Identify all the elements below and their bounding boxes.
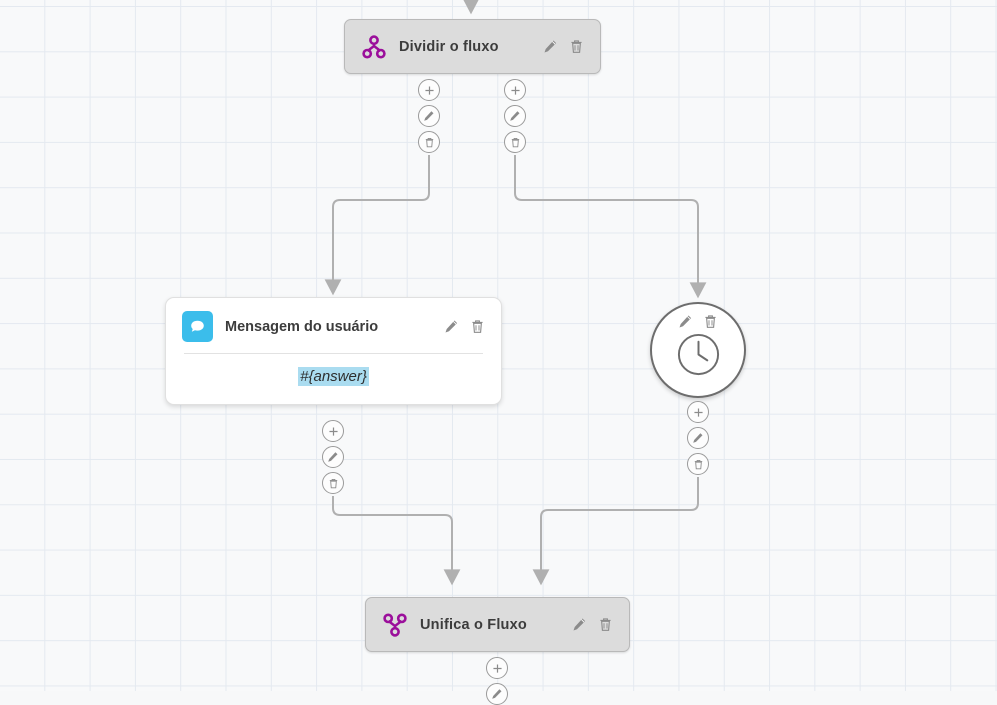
- edge-timer-to-merge: [532, 477, 699, 586]
- chat-bubble-icon: [182, 311, 213, 342]
- plus-icon[interactable]: [322, 420, 344, 442]
- pencil-icon[interactable]: [504, 105, 526, 127]
- trash-icon[interactable]: [687, 453, 709, 475]
- pencil-icon[interactable]: [322, 446, 344, 468]
- node-timer[interactable]: [650, 302, 746, 398]
- card-body: #{answer}: [166, 354, 501, 404]
- handle-stack-split-right[interactable]: [504, 79, 526, 153]
- trash-icon[interactable]: [418, 131, 440, 153]
- trash-icon[interactable]: [703, 313, 719, 329]
- trash-icon[interactable]: [322, 472, 344, 494]
- node-toolbar: [678, 313, 719, 329]
- pencil-icon[interactable]: [418, 105, 440, 127]
- node-title: Mensagem do usuário: [225, 318, 379, 335]
- plus-icon[interactable]: [418, 79, 440, 101]
- merge-flow-icon: [382, 612, 408, 638]
- pencil-icon[interactable]: [443, 319, 459, 335]
- handle-stack-message[interactable]: [322, 420, 344, 494]
- pencil-icon[interactable]: [542, 39, 558, 55]
- pencil-icon[interactable]: [571, 617, 587, 633]
- variable-token[interactable]: #{answer}: [298, 367, 369, 386]
- handle-stack-merge[interactable]: [486, 657, 508, 705]
- edge-split-to-message: [324, 155, 430, 296]
- pencil-icon[interactable]: [678, 313, 694, 329]
- node-toolbar: [524, 39, 584, 55]
- plus-icon[interactable]: [504, 79, 526, 101]
- node-title: Unifica o Fluxo: [420, 616, 527, 633]
- node-title: Dividir o fluxo: [399, 38, 499, 55]
- clock-icon: [675, 331, 722, 378]
- trash-icon[interactable]: [469, 319, 485, 335]
- trash-icon[interactable]: [504, 131, 526, 153]
- trash-icon[interactable]: [568, 39, 584, 55]
- node-unifica-o-fluxo[interactable]: Unifica o Fluxo: [365, 597, 630, 652]
- pencil-icon[interactable]: [687, 427, 709, 449]
- divider: [184, 353, 483, 354]
- plus-icon[interactable]: [486, 657, 508, 679]
- node-dividir-o-fluxo[interactable]: Dividir o fluxo: [344, 19, 601, 74]
- card-header: Mensagem do usuário: [166, 298, 501, 353]
- plus-icon[interactable]: [687, 401, 709, 423]
- node-toolbar: [553, 617, 613, 633]
- handle-stack-timer[interactable]: [687, 401, 709, 475]
- edge-message-to-merge: [332, 496, 461, 586]
- node-mensagem-do-usuario[interactable]: Mensagem do usuário: [165, 297, 502, 405]
- handle-stack-split-left[interactable]: [418, 79, 440, 153]
- pencil-icon[interactable]: [486, 683, 508, 705]
- split-flow-icon: [361, 34, 387, 60]
- node-toolbar: [425, 319, 485, 335]
- edge-split-to-timer: [514, 155, 707, 299]
- trash-icon[interactable]: [597, 617, 613, 633]
